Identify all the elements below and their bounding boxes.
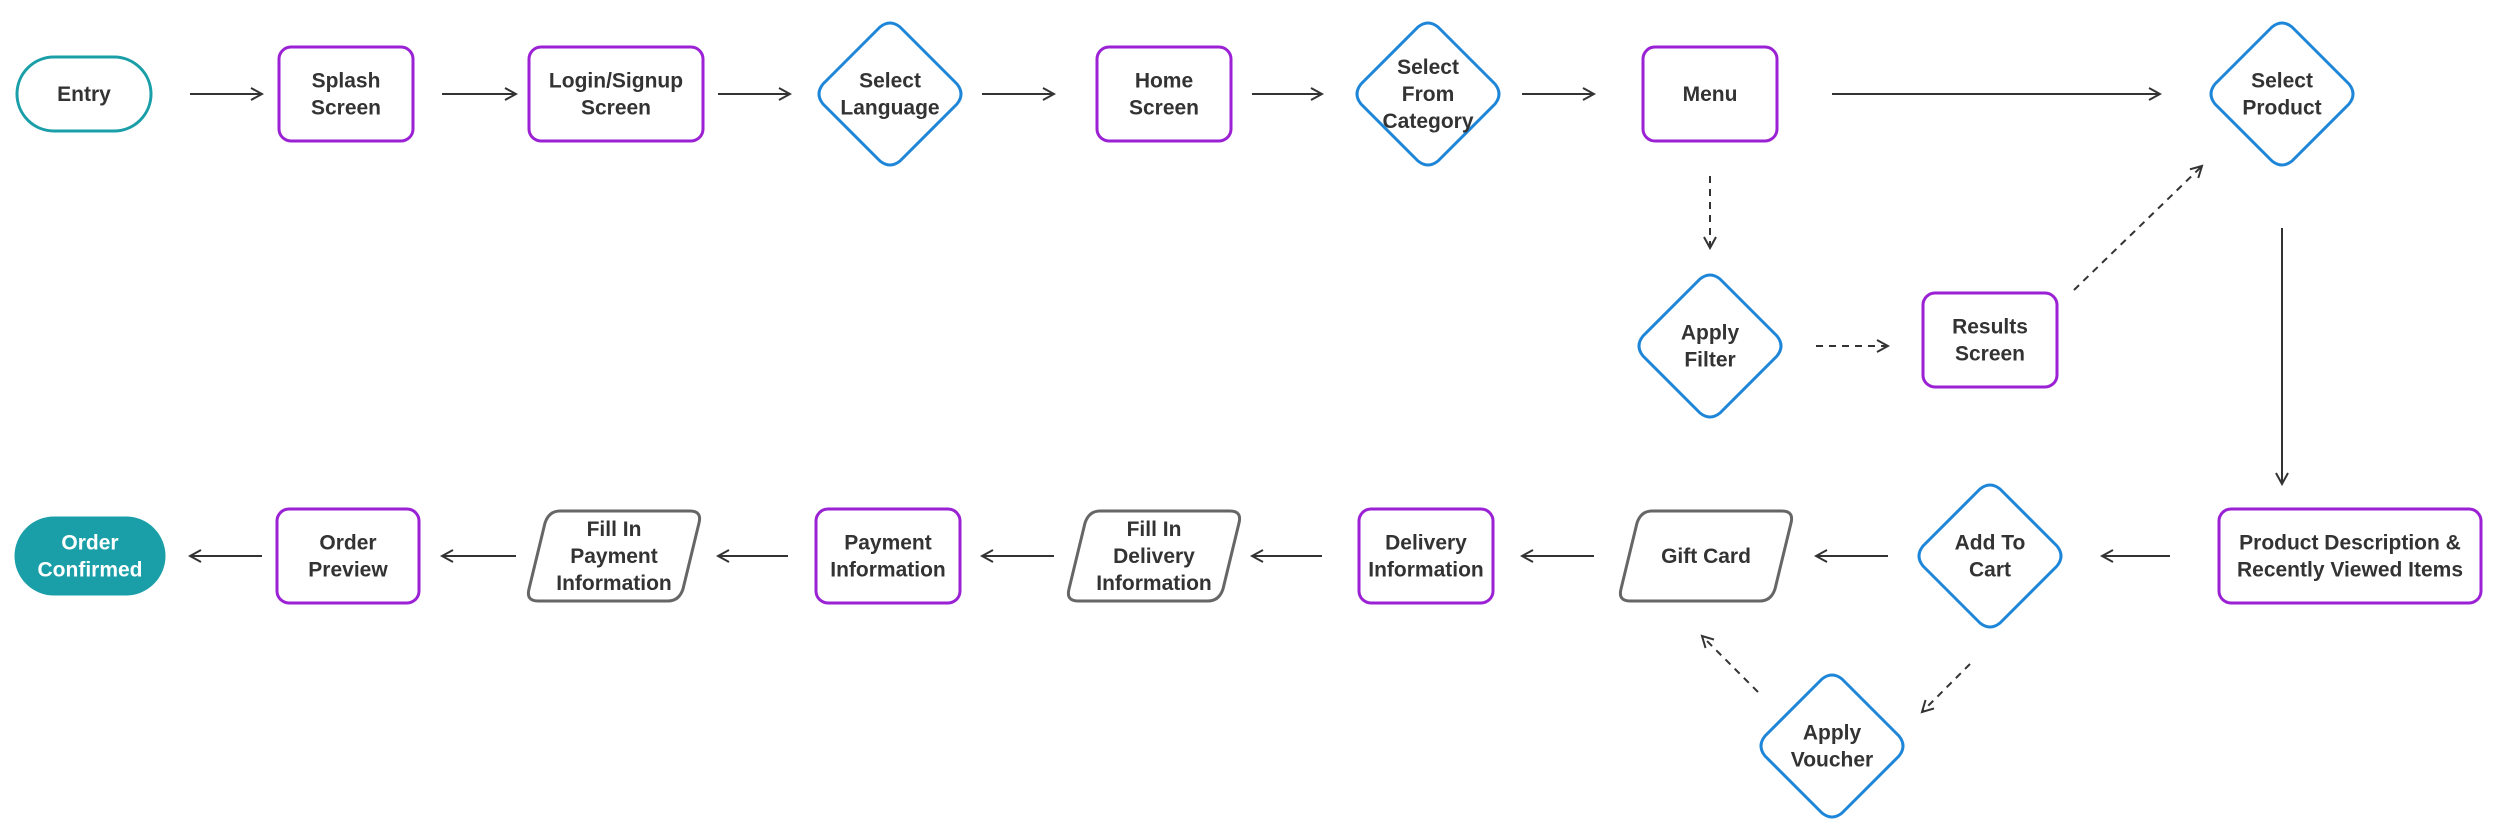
node-add-to-cart-label-line: Cart (1969, 559, 2011, 582)
node-language-shape (817, 21, 963, 167)
node-category-label-line: From (1402, 83, 1455, 106)
node-product-desc-label-line: Recently Viewed Items (2237, 559, 2463, 582)
node-fill-delivery-label-line: Information (1096, 572, 1212, 595)
node-payment-info-label-line: Information (830, 559, 946, 582)
node-select-product-label-line: Product (2242, 97, 2321, 120)
node-login-label-line: Screen (581, 97, 651, 120)
node-payment-info-shape (814, 507, 962, 605)
node-results-label-line: Screen (1955, 343, 2025, 366)
node-splash-shape (277, 45, 415, 143)
node-login-shape (527, 45, 705, 143)
node-gift-card: Gift Card (1618, 509, 1794, 603)
node-fill-payment-label-line: Payment (570, 545, 658, 568)
node-fill-delivery-label-line: Fill In (1127, 518, 1182, 541)
node-delivery-info-label-line: Information (1368, 559, 1484, 582)
node-results-shape (1921, 291, 2059, 389)
node-login-label-line: Login/Signup (549, 70, 683, 93)
node-entry: Entry (15, 55, 153, 133)
node-splash-label-line: Splash (312, 70, 381, 93)
nodes-layer: EntrySplashScreenLogin/SignupScreenSelec… (14, 21, 2483, 819)
node-category-label-line: Select (1397, 56, 1459, 79)
node-fill-delivery-shape (1066, 509, 1242, 603)
edge-apply-voucher-to-gift-card (1702, 636, 1759, 693)
node-home-shape (1095, 45, 1233, 143)
node-apply-voucher-shape (1759, 673, 1905, 819)
node-order-confirmed-label-line: Order (61, 532, 118, 555)
node-order-confirmed-label-line: Confirmed (38, 559, 143, 582)
node-gift-card-label-line: Gift Card (1661, 545, 1751, 568)
node-delivery-info-label-line: Delivery (1385, 532, 1467, 555)
node-menu-shape (1641, 45, 1779, 143)
node-splash-label-line: Screen (311, 97, 381, 120)
node-home-label-line: Screen (1129, 97, 1199, 120)
node-category-shape (1355, 21, 1501, 167)
node-select-product-shape (2209, 21, 2355, 167)
node-apply-voucher-label-line: Apply (1803, 722, 1862, 745)
node-category-label-line: Category (1382, 110, 1473, 133)
node-apply-filter-shape (1637, 273, 1783, 419)
node-add-to-cart-label-line: Add To (1955, 532, 2026, 555)
node-order-confirmed-shape (14, 516, 166, 596)
node-fill-payment-label-line: Information (556, 572, 672, 595)
node-product-desc: Product Description & Recently Viewed Ite… (2217, 507, 2483, 605)
node-fill-payment-shape (526, 509, 702, 603)
node-entry-shape (15, 55, 153, 133)
node-results-label-line: Results (1952, 316, 2028, 339)
node-fill-delivery-label-line: Delivery (1113, 545, 1195, 568)
edge-results-to-select-product (2073, 166, 2202, 291)
node-product-desc-shape (2217, 507, 2483, 605)
node-language-label-line: Select (859, 70, 921, 93)
node-entry-label-line: Entry (57, 83, 111, 106)
node-language-label-line: Language (840, 97, 939, 120)
node-add-to-cart: Add To Cart (1917, 483, 2063, 629)
node-menu-label-line: Menu (1683, 83, 1738, 106)
node-apply-voucher-label-line: Voucher (1791, 749, 1873, 772)
node-home-label-line: Home (1135, 70, 1193, 93)
node-apply-filter-label-line: Apply (1681, 322, 1740, 345)
node-order-preview-label-line: Preview (308, 559, 388, 582)
node-order-preview-label-line: Order (319, 532, 376, 555)
node-select-product-label-line: Select (2251, 70, 2313, 93)
node-fill-payment-label-line: Fill In (587, 518, 642, 541)
node-payment-info-label-line: Payment (844, 532, 932, 555)
node-delivery-info-shape (1357, 507, 1495, 605)
node-apply-filter-label-line: Filter (1684, 349, 1735, 372)
edge-add-to-cart-to-apply-voucher (1922, 663, 1971, 712)
node-order-preview-shape (275, 507, 421, 605)
node-menu: Menu (1641, 45, 1779, 143)
edges-layer (190, 94, 2282, 712)
node-gift-card-shape (1618, 509, 1794, 603)
node-add-to-cart-shape (1917, 483, 2063, 629)
node-product-desc-label-line: Product Description & (2239, 532, 2461, 555)
